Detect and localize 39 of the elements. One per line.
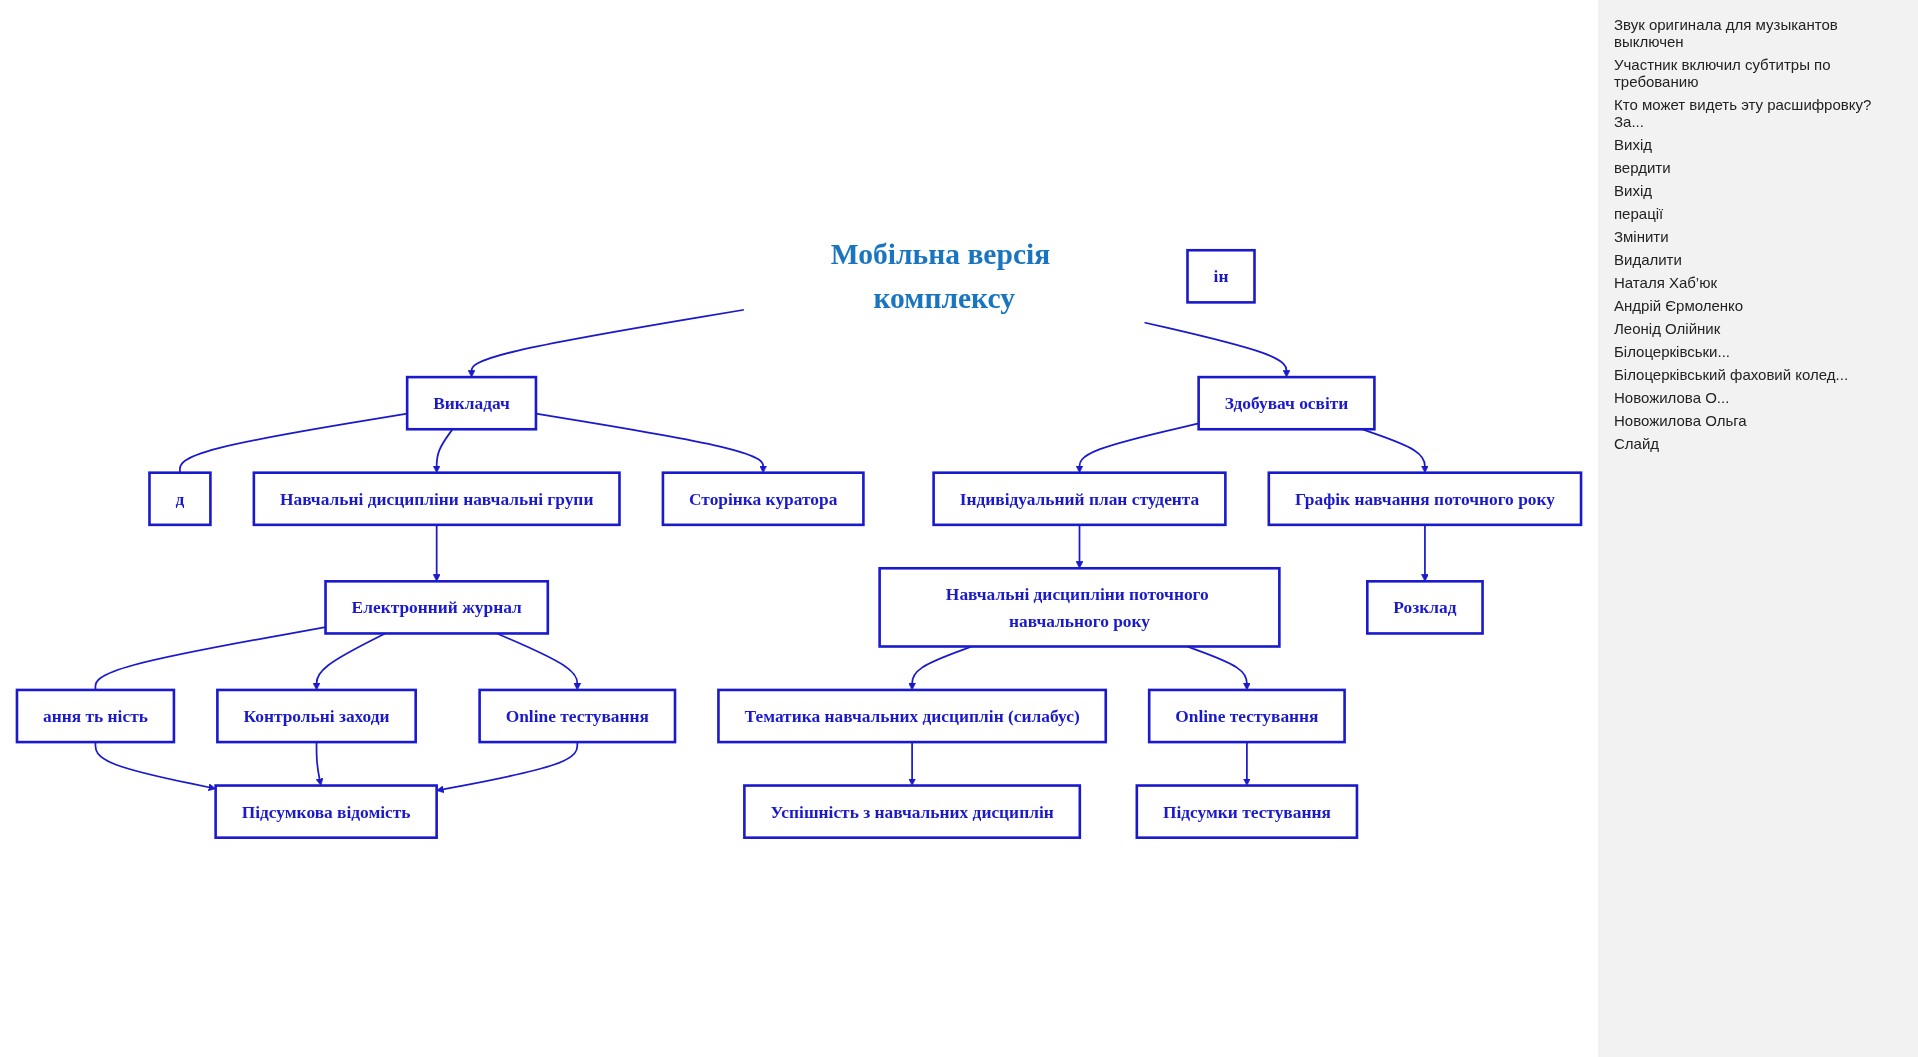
screen-text: Білоцерківський фаховий колед...: [1614, 366, 1850, 383]
node-box: Успішність з навчальних дисциплін: [743, 784, 1082, 840]
screen-text: Вихід: [1614, 136, 1653, 153]
screen-text: Наталя Хаб’юк: [1614, 274, 1718, 291]
node-box: Навчальні дисципліни поточного навчального року: [878, 567, 1281, 648]
screen-text: Новожилова Ольга: [1614, 412, 1748, 429]
screen-text: Білоцерківськи...: [1614, 343, 1731, 360]
screen-text: Андрій Єрмоленко: [1614, 297, 1745, 314]
node-box: Підсумкова відомість: [214, 784, 438, 840]
screen-text: Видалити: [1614, 251, 1683, 268]
screen-text: вердити: [1614, 159, 1672, 176]
screen-text: Звук оригинала для музыкантов выключен: [1614, 16, 1839, 50]
node-box: ін: [1186, 249, 1256, 304]
screen-text: Леонід Олійник: [1614, 320, 1722, 337]
node-box: Викладач: [405, 376, 538, 431]
node-box: Online тестування: [478, 688, 677, 744]
screen-text: Новожилова О...: [1614, 389, 1731, 406]
node-box: Здобувач освіти: [1197, 376, 1376, 431]
node-text: Мобільна версія комплексу: [830, 238, 1051, 315]
node-box: Контрольні заходи: [216, 688, 417, 744]
node-box: д: [148, 471, 212, 527]
screen-text: Участник включил субтитры по требованию: [1614, 56, 1832, 90]
node-box: Online тестування: [1147, 688, 1346, 744]
node-box: Навчальні дисципліни навчальні групи: [252, 471, 621, 527]
node-box: Розклад: [1366, 580, 1484, 635]
node-box: Тематика навчальних дисциплін (силабус): [717, 688, 1108, 744]
screen-text: Змінити: [1614, 228, 1670, 245]
node-box: Підсумки тестування: [1135, 784, 1359, 840]
node-box: Індивідуальний план студента: [932, 471, 1227, 527]
arrow: [467, 309, 746, 378]
arrow: [1143, 321, 1291, 378]
screen-text: Вихід: [1614, 182, 1653, 199]
node-box: Графік навчання поточного року: [1267, 471, 1583, 527]
node-box: Електронний журнал: [324, 580, 550, 635]
screen-text: Слайд: [1614, 435, 1661, 452]
screen-text: Кто может видеть эту расшифровку? За...: [1614, 96, 1873, 130]
node-box: ання ть ність: [15, 688, 176, 744]
node-box: Сторінка куратора: [661, 471, 865, 527]
screen-text: перації: [1614, 205, 1665, 222]
